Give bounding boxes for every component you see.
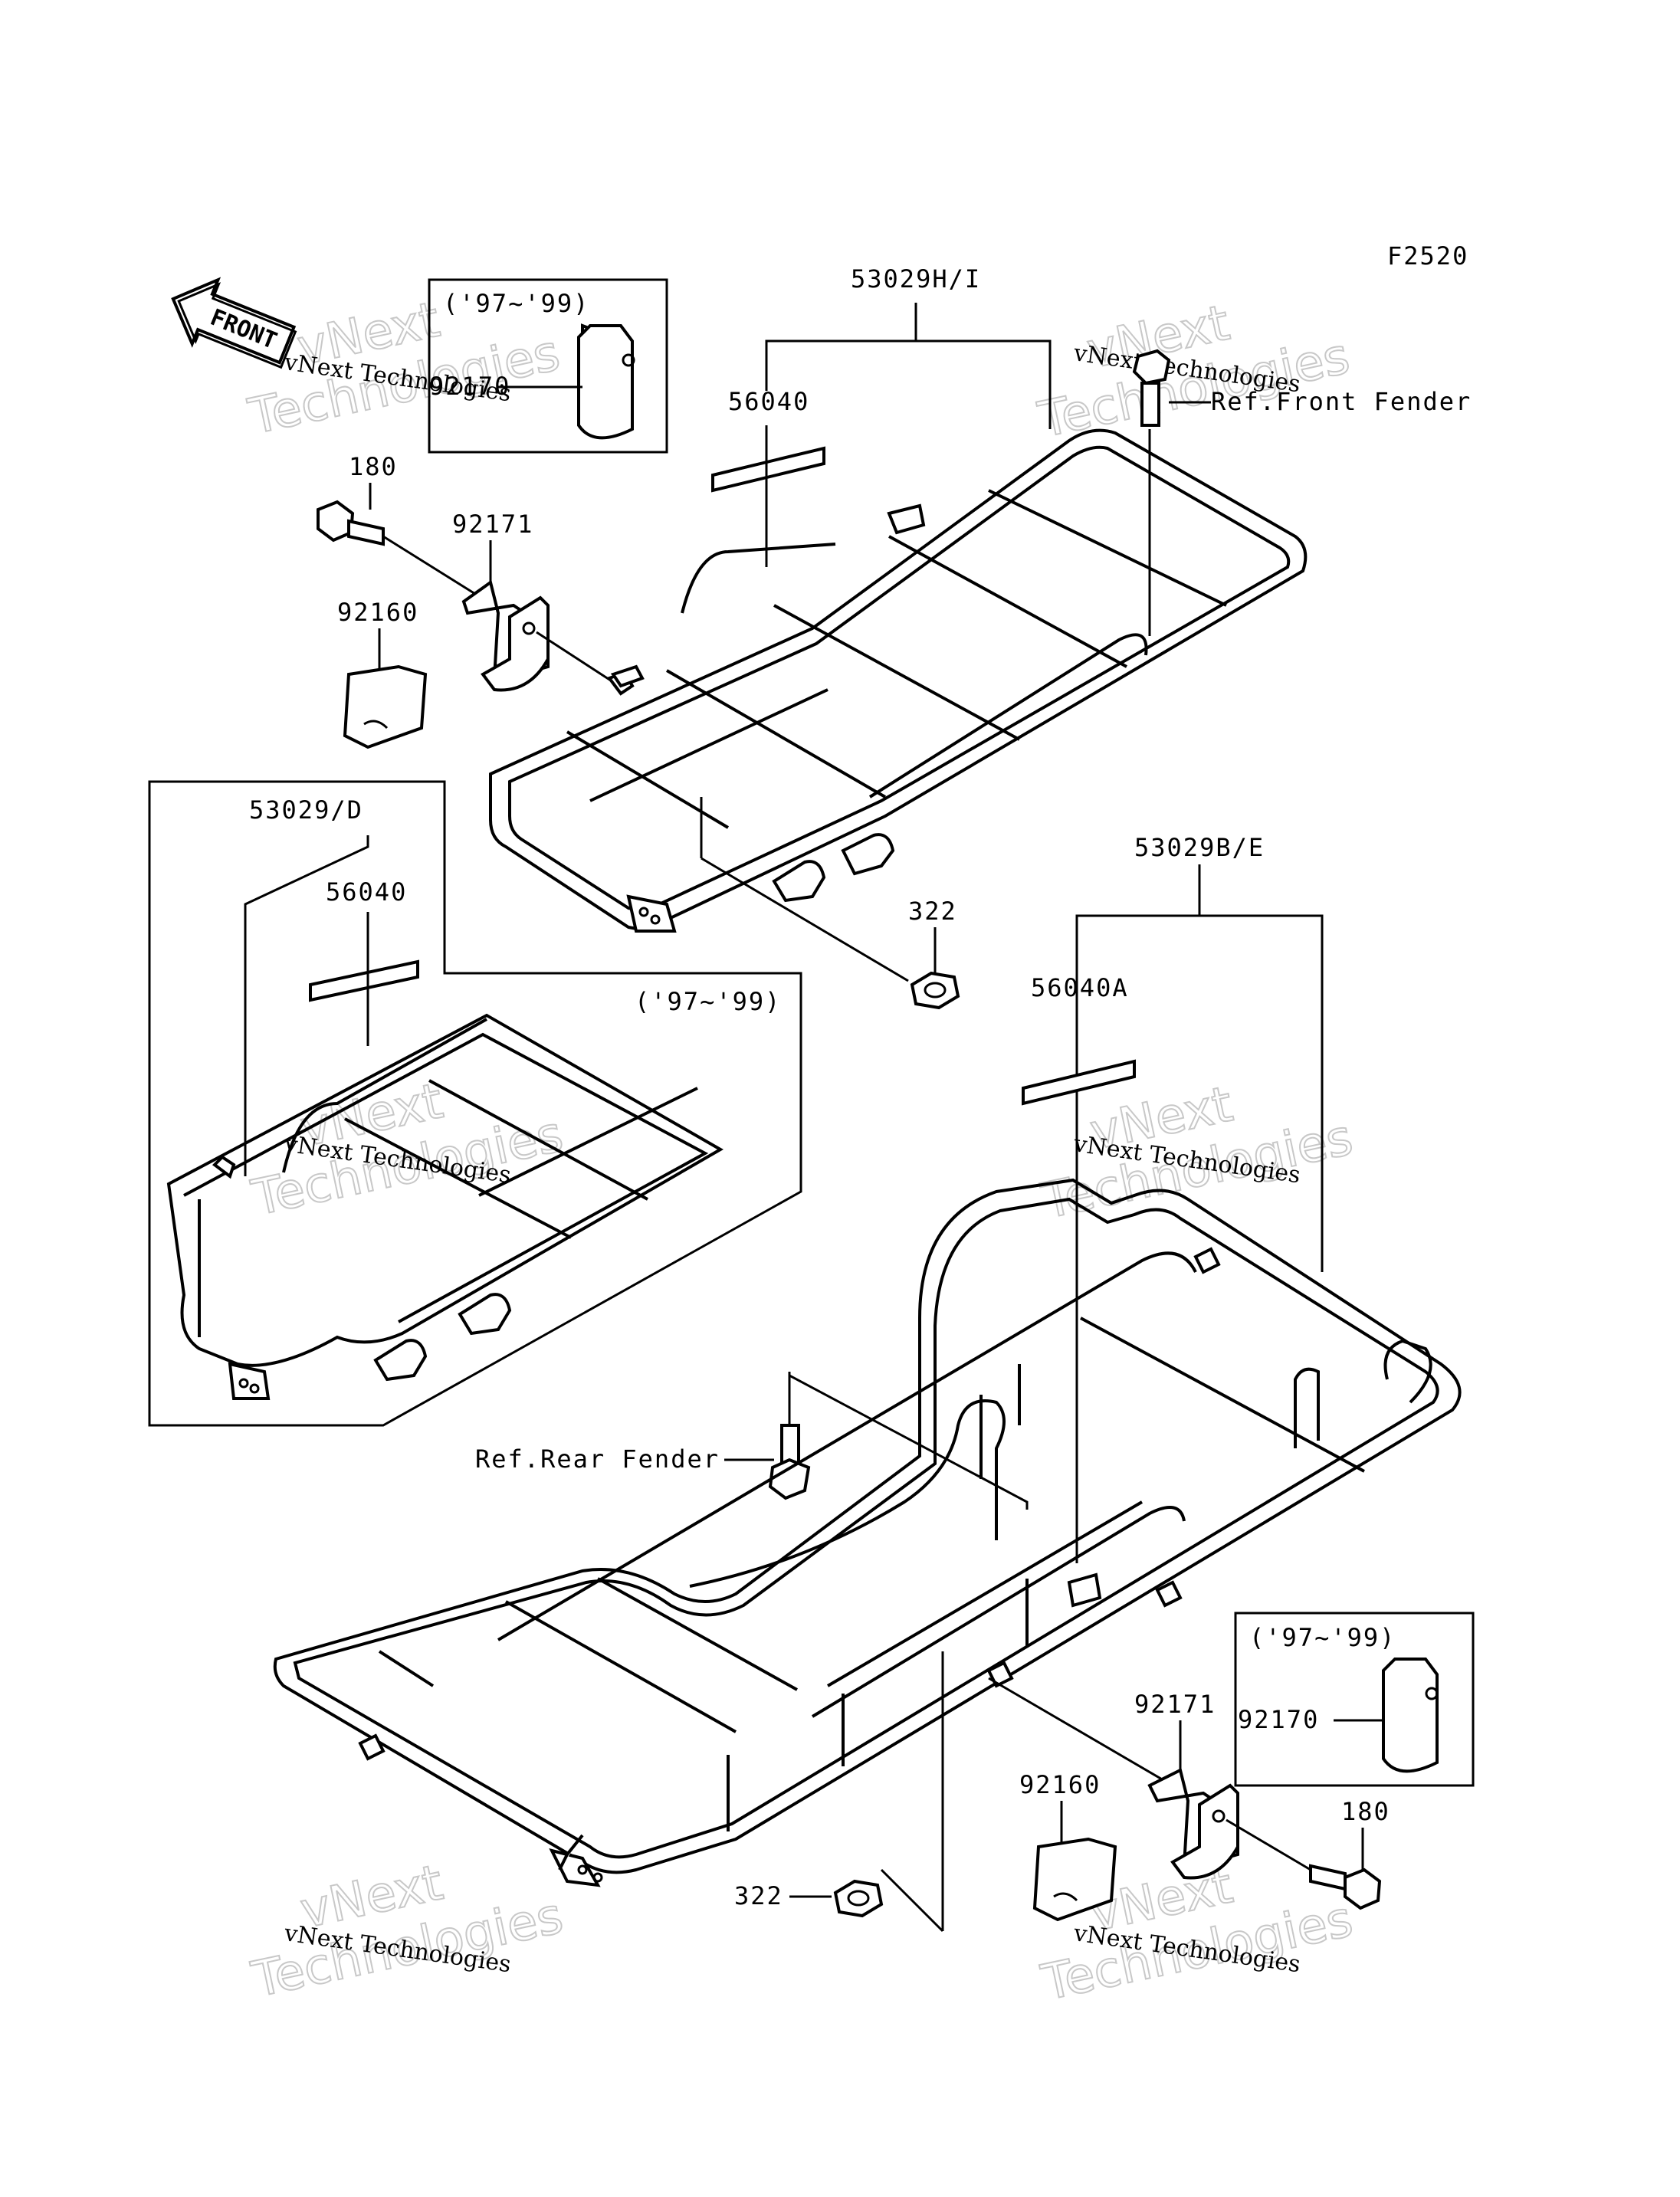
rear-carrier	[273, 1178, 1462, 1887]
watermark-bottom-left: vNext Technologies	[246, 1854, 569, 2009]
svg-text:53029/D: 53029/D	[249, 795, 363, 825]
rear-fender-bolt	[768, 1424, 811, 1500]
svg-text:92170: 92170	[1238, 1705, 1319, 1734]
figure-code: F2520	[1387, 241, 1468, 271]
inset-clip-front: ('97~'99) 92170	[428, 278, 668, 454]
svg-text:('97~'99): ('97~'99)	[1249, 1623, 1396, 1652]
label-nut-rear: 322	[734, 1881, 783, 1910]
svg-text:92170: 92170	[429, 372, 510, 401]
bracket-front	[461, 579, 550, 692]
bracket-rear	[1147, 1768, 1239, 1880]
decal-rear	[1022, 1059, 1136, 1106]
clamp-front	[343, 664, 428, 749]
nut-rear	[833, 1879, 884, 1918]
label-clamp-front: 92160	[337, 598, 418, 627]
label-bolt-front: 180	[349, 452, 398, 481]
label-decal-rear: 56040A	[1031, 973, 1129, 1002]
nut-front	[910, 971, 960, 1010]
decal-front	[711, 446, 825, 493]
label-rear-carrier: 53029B/E	[1134, 833, 1265, 862]
label-nut-front: 322	[908, 897, 957, 926]
clamp-rear	[1032, 1837, 1117, 1922]
label-decal-front: 56040	[728, 387, 809, 416]
svg-text:56040: 56040	[326, 877, 407, 907]
front-fender-bolt	[1132, 349, 1171, 636]
front-arrow-icon: FRONT	[171, 277, 297, 369]
ref-rear-fender-label: Ref.Rear Fender	[475, 1444, 720, 1474]
inset-clip-rear: ('97~'99) 92170	[1234, 1612, 1475, 1787]
svg-text:('97~'99): ('97~'99)	[635, 987, 781, 1016]
ref-front-fender-label: Ref.Front Fender	[1211, 387, 1472, 416]
inset-alt-carrier: 53029/D ('97~'99) 56040	[148, 780, 802, 1427]
bolt-rear	[1309, 1864, 1382, 1910]
front-carrier	[489, 428, 1308, 933]
label-clamp-rear: 92160	[1019, 1770, 1101, 1799]
label-front-carrier: 53029H/I	[851, 264, 981, 293]
svg-text:('97~'99): ('97~'99)	[443, 289, 589, 318]
label-bracket-rear: 92171	[1134, 1690, 1216, 1719]
watermark-mid-left: vNext Technologies	[246, 1072, 569, 1228]
bolt-front	[317, 500, 385, 546]
label-bolt-rear: 180	[1341, 1797, 1390, 1826]
label-bracket-front: 92171	[452, 510, 533, 539]
